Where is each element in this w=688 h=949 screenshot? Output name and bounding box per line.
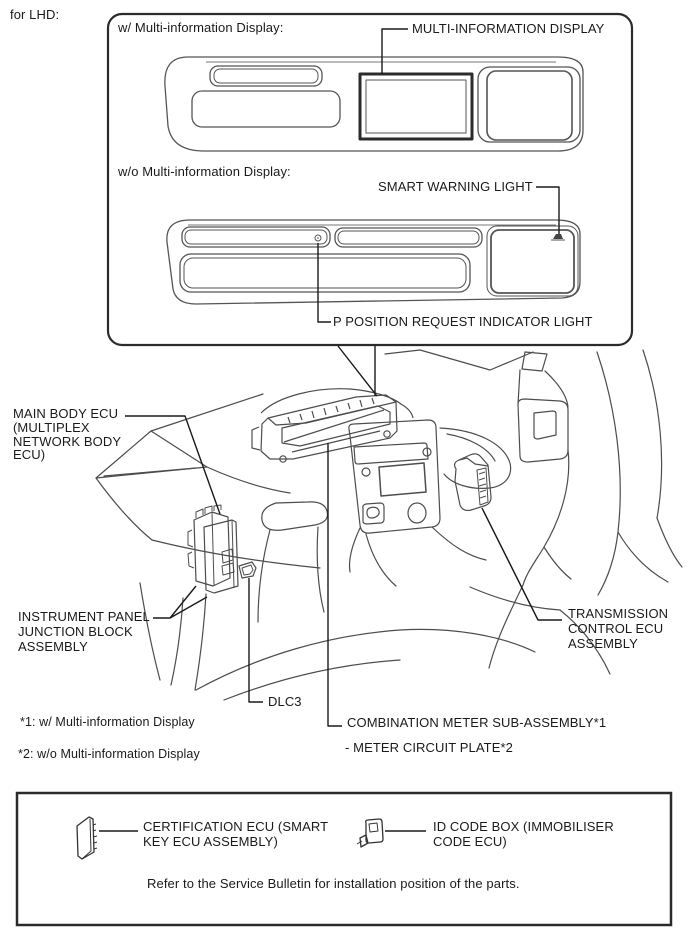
with-mid-heading: w/ Multi-information Display: [118, 20, 284, 35]
smart-warning-light-icon [551, 234, 565, 241]
mid-callout-label: MULTI-INFORMATION DISPLAY [412, 21, 605, 36]
p-position-indicator-icon [314, 234, 322, 242]
main-body-ecu-label-line2: (MULTIPLEX [13, 419, 90, 435]
main-body-ecu-label-line3: NETWORK BODY [13, 433, 122, 449]
transmission-control-ecu-label: TRANSMISSION CONTROL ECU ASSEMBLY [568, 606, 668, 651]
cluster-panel-box [106, 12, 634, 347]
center-console-art [348, 419, 441, 534]
main-body-ecu-label-line4: ECU) [13, 447, 46, 463]
junction-block-label-line1: INSTRUMENT PANEL [18, 609, 150, 624]
dlc3-label: DLC3 [268, 694, 302, 709]
combination-meter-label: COMBINATION METER SUB-ASSEMBLY*1 [347, 715, 607, 730]
transmission-control-ecu-icon [453, 453, 492, 512]
cluster-without-mid-art [166, 219, 581, 305]
footnote-1: *1: w/ Multi-information Display [20, 715, 195, 729]
certification-ecu-icon [76, 816, 98, 860]
certification-ecu-label-line2: KEY ECU ASSEMBLY) [143, 834, 278, 849]
legend-panel-box [15, 791, 673, 927]
multi-information-display-icon [358, 72, 474, 141]
leader-lines [125, 28, 562, 727]
transmission-label-line3: ASSEMBLY [568, 636, 638, 651]
legend-note: Refer to the Service Bulletin for instal… [147, 876, 520, 891]
certification-ecu-label-line1: CERTIFICATION ECU (SMART [143, 819, 329, 834]
id-code-box-label-line2: CODE ECU) [433, 834, 507, 849]
p-position-callout-label: P POSITION REQUEST INDICATOR LIGHT [333, 314, 593, 329]
id-code-box-label: ID CODE BOX (IMMOBILISER CODE ECU) [433, 819, 614, 849]
transmission-label-line2: CONTROL ECU [568, 621, 664, 636]
instrument-panel-junction-block-label: INSTRUMENT PANEL JUNCTION BLOCK ASSEMBLY [18, 609, 150, 654]
dlc3-connector-icon [238, 561, 257, 579]
id-code-box-label-line1: ID CODE BOX (IMMOBILISER [433, 819, 614, 834]
meter-circuit-plate-label: - METER CIRCUIT PLATE*2 [345, 740, 513, 755]
main-body-ecu-label: MAIN BODY ECU (MULTIPLEX NETWORK BODY EC… [13, 407, 121, 462]
cluster-with-mid-art [164, 56, 584, 152]
id-code-box-icon [356, 818, 384, 848]
combination-meter-icon [251, 388, 414, 463]
without-mid-heading: w/o Multi-information Display: [118, 164, 291, 179]
certification-ecu-label: CERTIFICATION ECU (SMART KEY ECU ASSEMBL… [143, 819, 328, 849]
junction-block-label-line3: ASSEMBLY [18, 639, 88, 654]
region-label: for LHD: [10, 7, 60, 22]
smart-warning-callout-label: SMART WARNING LIGHT [378, 179, 533, 194]
footnote-2: *2: w/o Multi-information Display [18, 747, 200, 761]
transmission-label-line1: TRANSMISSION [568, 606, 669, 621]
main-body-ecu-label-line1: MAIN BODY ECU [13, 406, 119, 421]
junction-block-label-line2: JUNCTION BLOCK [18, 624, 133, 639]
main-body-ecu-icon [187, 504, 239, 594]
